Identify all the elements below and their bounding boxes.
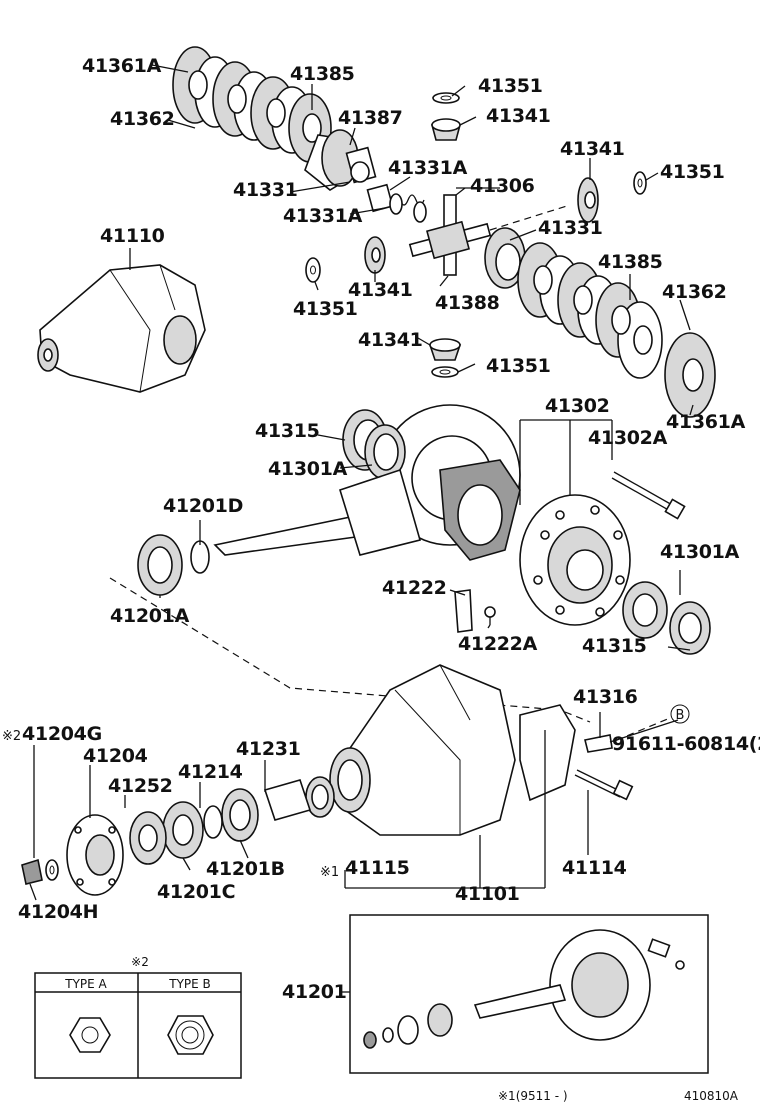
label-41204G: 41204G bbox=[22, 723, 102, 745]
bolt-91611 bbox=[584, 734, 613, 753]
side-bearing-right bbox=[622, 581, 711, 655]
type-table: ※2 TYPE A TYPE B bbox=[34, 955, 242, 1079]
clutch-pack-upper bbox=[172, 46, 377, 191]
ring-gear bbox=[519, 494, 631, 626]
label-41341-mid: 41341 bbox=[348, 279, 413, 301]
lock-plate bbox=[454, 589, 496, 633]
label-41385-right: 41385 bbox=[598, 251, 663, 273]
type-a-header: TYPE A bbox=[64, 977, 107, 991]
label-41204: 41204 bbox=[83, 745, 148, 767]
drive-pinion bbox=[137, 468, 421, 596]
label-41316: 41316 bbox=[573, 686, 638, 708]
label-41301A-left: 41301A bbox=[268, 458, 348, 480]
label-41252: 41252 bbox=[108, 775, 173, 797]
label-41341-top: 41341 bbox=[486, 105, 551, 127]
label-41351-low: 41351 bbox=[486, 355, 551, 377]
label-41101: 41101 bbox=[455, 883, 520, 905]
label-41302A: 41302A bbox=[588, 427, 668, 449]
label-41201A: 41201A bbox=[110, 605, 190, 627]
label-41222A: 41222A bbox=[458, 633, 538, 655]
footer-note: ※1(9511 - ) bbox=[498, 1089, 568, 1103]
part-labels: 41361A 41385 41351 41341 41362 41387 413… bbox=[2, 55, 760, 1003]
label-41341-right: 41341 bbox=[560, 138, 625, 160]
label-41351-mid: 41351 bbox=[293, 298, 358, 320]
label-41331A-left: 41331A bbox=[283, 205, 363, 227]
leader-dashed-2 bbox=[564, 711, 591, 723]
companion-flange bbox=[21, 814, 124, 896]
pinion-shaft-cross bbox=[408, 187, 500, 276]
pinion-gear-left bbox=[305, 236, 386, 283]
clutch-pack-lower bbox=[484, 227, 716, 418]
spring-set bbox=[366, 183, 427, 223]
label-41361A-top: 41361A bbox=[82, 55, 162, 77]
label-41351-top: 41351 bbox=[478, 75, 543, 97]
hex-nut-type-a-icon bbox=[69, 1017, 111, 1053]
label-41385-top: 41385 bbox=[290, 63, 355, 85]
label-41302: 41302 bbox=[545, 395, 610, 417]
oil-seal-41115 bbox=[305, 776, 335, 818]
label-41301A-right: 41301A bbox=[660, 541, 740, 563]
label-41231: 41231 bbox=[236, 738, 301, 760]
label-41222: 41222 bbox=[382, 577, 447, 599]
differential-case bbox=[342, 404, 521, 561]
label-41351-right: 41351 bbox=[660, 161, 725, 183]
label-41201D: 41201D bbox=[163, 495, 243, 517]
ref-b-label: B bbox=[676, 708, 685, 723]
type-table-note: ※2 bbox=[131, 955, 149, 969]
label-41362-right: 41362 bbox=[662, 281, 727, 303]
label-41331-right: 41331 bbox=[538, 217, 603, 239]
label-41331-left: 41331 bbox=[233, 179, 298, 201]
label-41201: 41201 bbox=[282, 981, 347, 1003]
label-41115: 41115 bbox=[345, 857, 410, 879]
label-41201C: 41201C bbox=[157, 881, 235, 903]
label-41306: 41306 bbox=[470, 175, 535, 197]
hex-nut-type-b-icon bbox=[167, 1015, 214, 1055]
leader-dashed-1 bbox=[109, 577, 561, 711]
label-41315-right: 41315 bbox=[582, 635, 647, 657]
type-b-header: TYPE B bbox=[168, 977, 211, 991]
pinion-gear-right bbox=[577, 171, 647, 223]
label-41341-low: 41341 bbox=[358, 329, 423, 351]
footer-code: 410810A bbox=[684, 1089, 739, 1103]
pinion-gear-top bbox=[430, 92, 462, 141]
pinion-bearing-stack bbox=[129, 779, 312, 865]
label-91611-60814: 91611-60814(2) bbox=[612, 733, 760, 755]
leader-lines bbox=[29, 64, 694, 993]
label-41388: 41388 bbox=[435, 292, 500, 314]
ref-circle-b: B bbox=[670, 704, 690, 724]
housing-41101 bbox=[329, 664, 576, 836]
label-41361A-right: 41361A bbox=[666, 411, 746, 433]
label-41387: 41387 bbox=[338, 107, 403, 129]
pinion-assembly-box bbox=[349, 914, 709, 1074]
ring-gear-bolt bbox=[611, 471, 686, 520]
label-41362-top: 41362 bbox=[110, 108, 175, 130]
carrier-assembly-41110 bbox=[37, 264, 206, 393]
label-41315-top: 41315 bbox=[255, 420, 320, 442]
label-41214: 41214 bbox=[178, 761, 243, 783]
leader-dashed-4 bbox=[489, 204, 571, 231]
label-41115-mark: ※1 bbox=[320, 865, 339, 880]
pinion-gear-bottom bbox=[428, 338, 462, 378]
label-41114: 41114 bbox=[562, 857, 627, 879]
label-41110: 41110 bbox=[100, 225, 165, 247]
label-41331A-top: 41331A bbox=[388, 157, 468, 179]
label-41204H: 41204H bbox=[18, 901, 98, 923]
cap-bolt bbox=[574, 769, 634, 801]
label-41201B: 41201B bbox=[206, 858, 285, 880]
label-41204G-mark: ※2 bbox=[2, 729, 21, 744]
